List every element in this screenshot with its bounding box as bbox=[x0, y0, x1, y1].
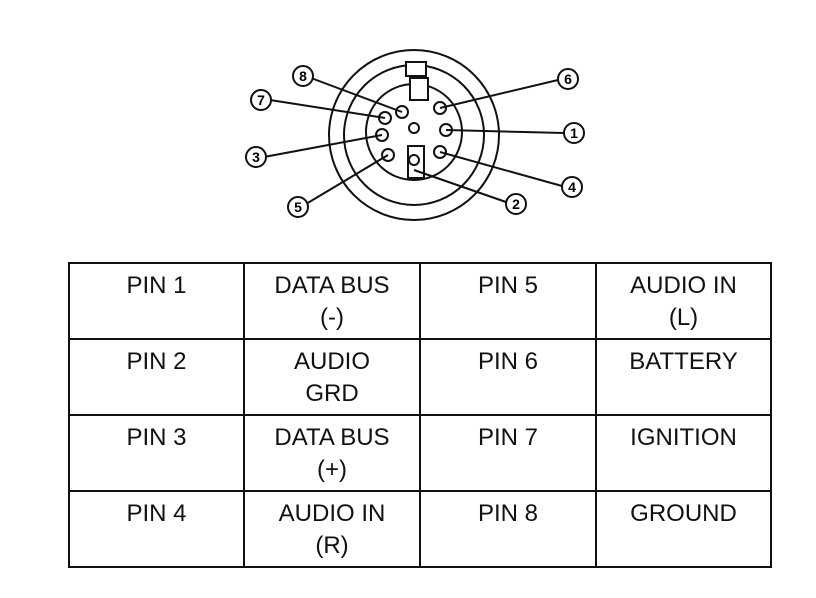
cell-text: PIN 1 bbox=[126, 272, 187, 299]
connector-outer-ring bbox=[328, 49, 500, 221]
callout-6-label: 6 bbox=[564, 71, 572, 87]
callout-1-label: 1 bbox=[570, 125, 578, 141]
callout-4-label: 4 bbox=[568, 179, 576, 195]
leader-line-7 bbox=[269, 99, 386, 119]
pinout-table: PIN 1 DATA BUS (-) PIN 5 AUDIO IN (L) PIN … bbox=[68, 262, 772, 568]
callout-2: 2 bbox=[505, 193, 527, 215]
connector-diagram: 8 7 3 5 6 1 4 2 bbox=[245, 49, 585, 221]
table-row: PIN 2 AUDIO GRD PIN 6 BATTERY bbox=[68, 338, 772, 416]
pin-number-cell: PIN 7 bbox=[419, 414, 597, 492]
leader-line-6 bbox=[439, 79, 559, 109]
cell-text: AUDIO bbox=[293, 348, 370, 375]
callout-8-label: 8 bbox=[299, 68, 307, 84]
pin-number-cell: PIN 3 bbox=[68, 414, 245, 492]
pin-number-cell: PIN 5 bbox=[419, 262, 597, 340]
pin-number-cell: PIN 1 bbox=[68, 262, 245, 340]
pin-function-cell: BATTERY bbox=[595, 338, 772, 416]
cell-text: (L) bbox=[668, 304, 699, 331]
leader-line-1 bbox=[445, 129, 565, 134]
table-row: PIN 1 DATA BUS (-) PIN 5 AUDIO IN (L) bbox=[68, 262, 772, 340]
pin-number-cell: PIN 8 bbox=[419, 490, 597, 568]
pin-function-cell: GROUND bbox=[595, 490, 772, 568]
leader-line-5 bbox=[305, 154, 389, 205]
cell-text: PIN 8 bbox=[477, 500, 539, 527]
callout-1: 1 bbox=[563, 122, 585, 144]
cell-text: IGNITION bbox=[630, 424, 737, 451]
cell-text: PIN 4 bbox=[126, 500, 187, 527]
cell-text: PIN 3 bbox=[126, 424, 187, 451]
pin-number-cell: PIN 4 bbox=[68, 490, 245, 568]
pin-function-cell: DATA BUS (+) bbox=[243, 414, 421, 492]
cell-text: DATA BUS bbox=[274, 272, 390, 299]
callout-7-label: 7 bbox=[257, 92, 265, 108]
pin-function-cell: DATA BUS (-) bbox=[243, 262, 421, 340]
pin-function-cell: AUDIO IN (L) bbox=[595, 262, 772, 340]
callout-5-label: 5 bbox=[294, 199, 302, 215]
cell-text: DATA BUS bbox=[274, 424, 390, 451]
cell-text: PIN 7 bbox=[477, 424, 539, 451]
pin-socket-center bbox=[408, 122, 420, 134]
table-row: PIN 4 AUDIO IN (R) PIN 8 GROUND bbox=[68, 490, 772, 568]
pin-function-cell: AUDIO IN (R) bbox=[243, 490, 421, 568]
callout-3: 3 bbox=[245, 146, 267, 168]
cell-text: PIN 2 bbox=[126, 348, 187, 375]
cell-text: GROUND bbox=[630, 500, 737, 527]
connector-key-notch bbox=[405, 61, 427, 77]
callout-8: 8 bbox=[292, 65, 314, 87]
table-row: PIN 3 DATA BUS (+) PIN 7 IGNITION bbox=[68, 414, 772, 492]
cell-text: PIN 5 bbox=[477, 272, 539, 299]
callout-3-label: 3 bbox=[252, 149, 260, 165]
callout-2-label: 2 bbox=[512, 196, 520, 212]
pin-function-cell: IGNITION bbox=[595, 414, 772, 492]
callout-7: 7 bbox=[250, 89, 272, 111]
pin-socket-2 bbox=[408, 154, 420, 166]
cell-text: (-) bbox=[320, 304, 344, 331]
callout-5: 5 bbox=[287, 196, 309, 218]
callout-6: 6 bbox=[557, 68, 579, 90]
pin-number-cell: PIN 6 bbox=[419, 338, 597, 416]
cell-text: PIN 6 bbox=[477, 348, 539, 375]
connector-key-tab bbox=[409, 77, 429, 101]
cell-text: GRD bbox=[305, 380, 359, 407]
pin-number-cell: PIN 2 bbox=[68, 338, 245, 416]
callout-4: 4 bbox=[561, 176, 583, 198]
leader-line-4 bbox=[439, 151, 563, 187]
cell-text: AUDIO IN bbox=[630, 272, 737, 299]
leader-line-2 bbox=[413, 169, 507, 203]
cell-text: AUDIO IN bbox=[278, 500, 386, 527]
cell-text: BATTERY bbox=[629, 348, 738, 375]
leader-lines bbox=[263, 77, 565, 205]
pin-function-cell: AUDIO GRD bbox=[243, 338, 421, 416]
leader-line-8 bbox=[310, 77, 403, 113]
leader-line-3 bbox=[263, 134, 383, 158]
cell-text: (+) bbox=[317, 456, 347, 483]
cell-text: (R) bbox=[315, 532, 349, 559]
